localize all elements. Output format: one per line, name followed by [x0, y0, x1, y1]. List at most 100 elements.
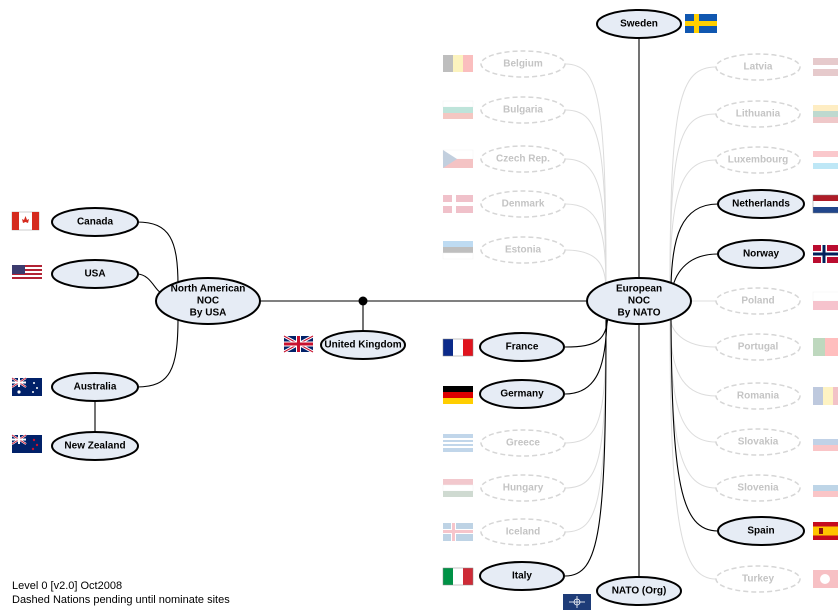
label-bulgaria: Bulgaria	[503, 105, 543, 116]
node-australia	[51, 372, 139, 402]
connector-luxembourg	[669, 159, 717, 291]
label-usa: USA	[84, 269, 105, 280]
connector-germany	[564, 317, 608, 395]
label-na-noc-line3: By USA	[190, 308, 227, 319]
label-greece: Greece	[506, 438, 540, 449]
flag-united-kingdom-icon	[283, 334, 314, 354]
node-spain	[717, 516, 805, 546]
node-slovakia	[715, 428, 801, 456]
label-germany: Germany	[500, 389, 544, 400]
label-romania: Romania	[737, 391, 780, 402]
node-denmark	[480, 190, 566, 218]
flag-czech-icon	[442, 149, 474, 168]
label-czech: Czech Rep.	[496, 154, 550, 165]
flag-romania-icon	[813, 387, 838, 405]
label-australia: Australia	[74, 382, 117, 393]
label-eu-noc-line3: By NATO	[618, 308, 661, 319]
node-lithuania	[715, 100, 801, 128]
flag-lithuania-icon	[813, 105, 838, 123]
version-text: Level 0 [v2.0] Oct2008	[12, 580, 123, 592]
label-estonia: Estonia	[505, 245, 542, 256]
connector-denmark	[564, 203, 607, 291]
label-slovakia: Slovakia	[738, 437, 779, 448]
node-north-american-noc	[155, 277, 261, 325]
node-germany	[479, 379, 565, 409]
label-norway: Norway	[743, 249, 780, 260]
connector-belgium	[564, 63, 607, 291]
node-turkey	[715, 565, 801, 593]
label-hungary: Hungary	[503, 483, 544, 494]
active-connectors	[94, 38, 719, 578]
label-eu-noc-line1: European	[616, 284, 662, 295]
active-nodes	[51, 9, 805, 606]
flag-latvia-icon	[813, 58, 838, 76]
connector-usa	[136, 273, 161, 293]
connector-netherlands	[670, 203, 719, 287]
node-bulgaria	[480, 96, 566, 124]
connector-lithuania	[669, 113, 717, 291]
node-poland	[715, 287, 801, 315]
label-belgium: Belgium	[503, 59, 543, 70]
label-iceland: Iceland	[506, 527, 540, 538]
footer-notes: Level 0 [v2.0] Oct2008 Dashed Nations pe…	[12, 579, 230, 607]
flag-iceland-icon	[443, 523, 473, 541]
flag-slovakia-icon	[813, 433, 838, 451]
flag-belgium-icon	[443, 55, 473, 72]
node-belgium	[480, 50, 566, 78]
label-united-kingdom: United Kingdom	[324, 340, 401, 351]
connector-italy	[564, 319, 607, 577]
connector-iceland	[564, 319, 607, 533]
label-slovenia: Slovenia	[737, 483, 779, 494]
flag-greece-icon	[443, 434, 473, 452]
label-netherlands: Netherlands	[732, 199, 790, 210]
junction-dot	[358, 296, 368, 306]
flag-luxembourg-icon	[813, 151, 838, 169]
flag-canada-icon	[11, 211, 40, 231]
label-latvia: Latvia	[744, 62, 773, 73]
flag-italy-icon	[442, 567, 474, 586]
flag-bulgaria-icon	[442, 100, 474, 119]
connector-czech	[564, 158, 607, 291]
flag-denmark-icon	[443, 195, 473, 213]
connector-slovakia	[669, 319, 717, 443]
node-nato-org	[596, 576, 682, 606]
node-new-zealand	[51, 431, 139, 461]
node-france	[479, 332, 565, 362]
node-romania	[715, 382, 801, 410]
node-norway	[717, 239, 805, 269]
node-slovenia	[715, 474, 801, 502]
node-czech	[480, 145, 566, 173]
label-nato-org: NATO (Org)	[612, 586, 667, 597]
flag-new-zealand-icon	[11, 434, 42, 453]
flag-portugal-icon	[813, 338, 838, 356]
node-latvia	[715, 53, 801, 81]
pending-nodes	[480, 50, 801, 593]
label-canada: Canada	[77, 217, 114, 228]
label-luxembourg: Luxembourg	[728, 155, 789, 166]
label-eu-noc-line2: NOC	[628, 296, 650, 307]
flag-estonia-icon	[442, 241, 474, 260]
flag-france-icon	[442, 338, 474, 357]
label-na-noc-line1: North American	[171, 284, 246, 295]
flag-sweden-icon	[685, 14, 717, 33]
connector-turkey	[669, 319, 717, 580]
node-luxembourg	[715, 146, 801, 174]
pending-note-text: Dashed Nations pending until nominate si…	[12, 594, 230, 606]
node-sweden	[596, 9, 682, 39]
node-netherlands	[717, 189, 805, 219]
label-lithuania: Lithuania	[736, 109, 781, 120]
flag-netherlands-icon	[812, 194, 838, 214]
flag-slovenia-icon	[813, 479, 838, 497]
flag-turkey-icon	[813, 570, 838, 588]
pending-connectors	[564, 63, 717, 580]
flag-nato-icon	[563, 594, 591, 610]
node-portugal	[715, 333, 801, 361]
node-united-kingdom	[320, 330, 406, 360]
label-sweden: Sweden	[620, 19, 658, 30]
flag-hungary-icon	[442, 479, 474, 497]
label-turkey: Turkey	[742, 574, 774, 585]
label-italy: Italy	[512, 571, 532, 582]
label-france: France	[506, 342, 539, 353]
node-italy	[479, 561, 565, 591]
